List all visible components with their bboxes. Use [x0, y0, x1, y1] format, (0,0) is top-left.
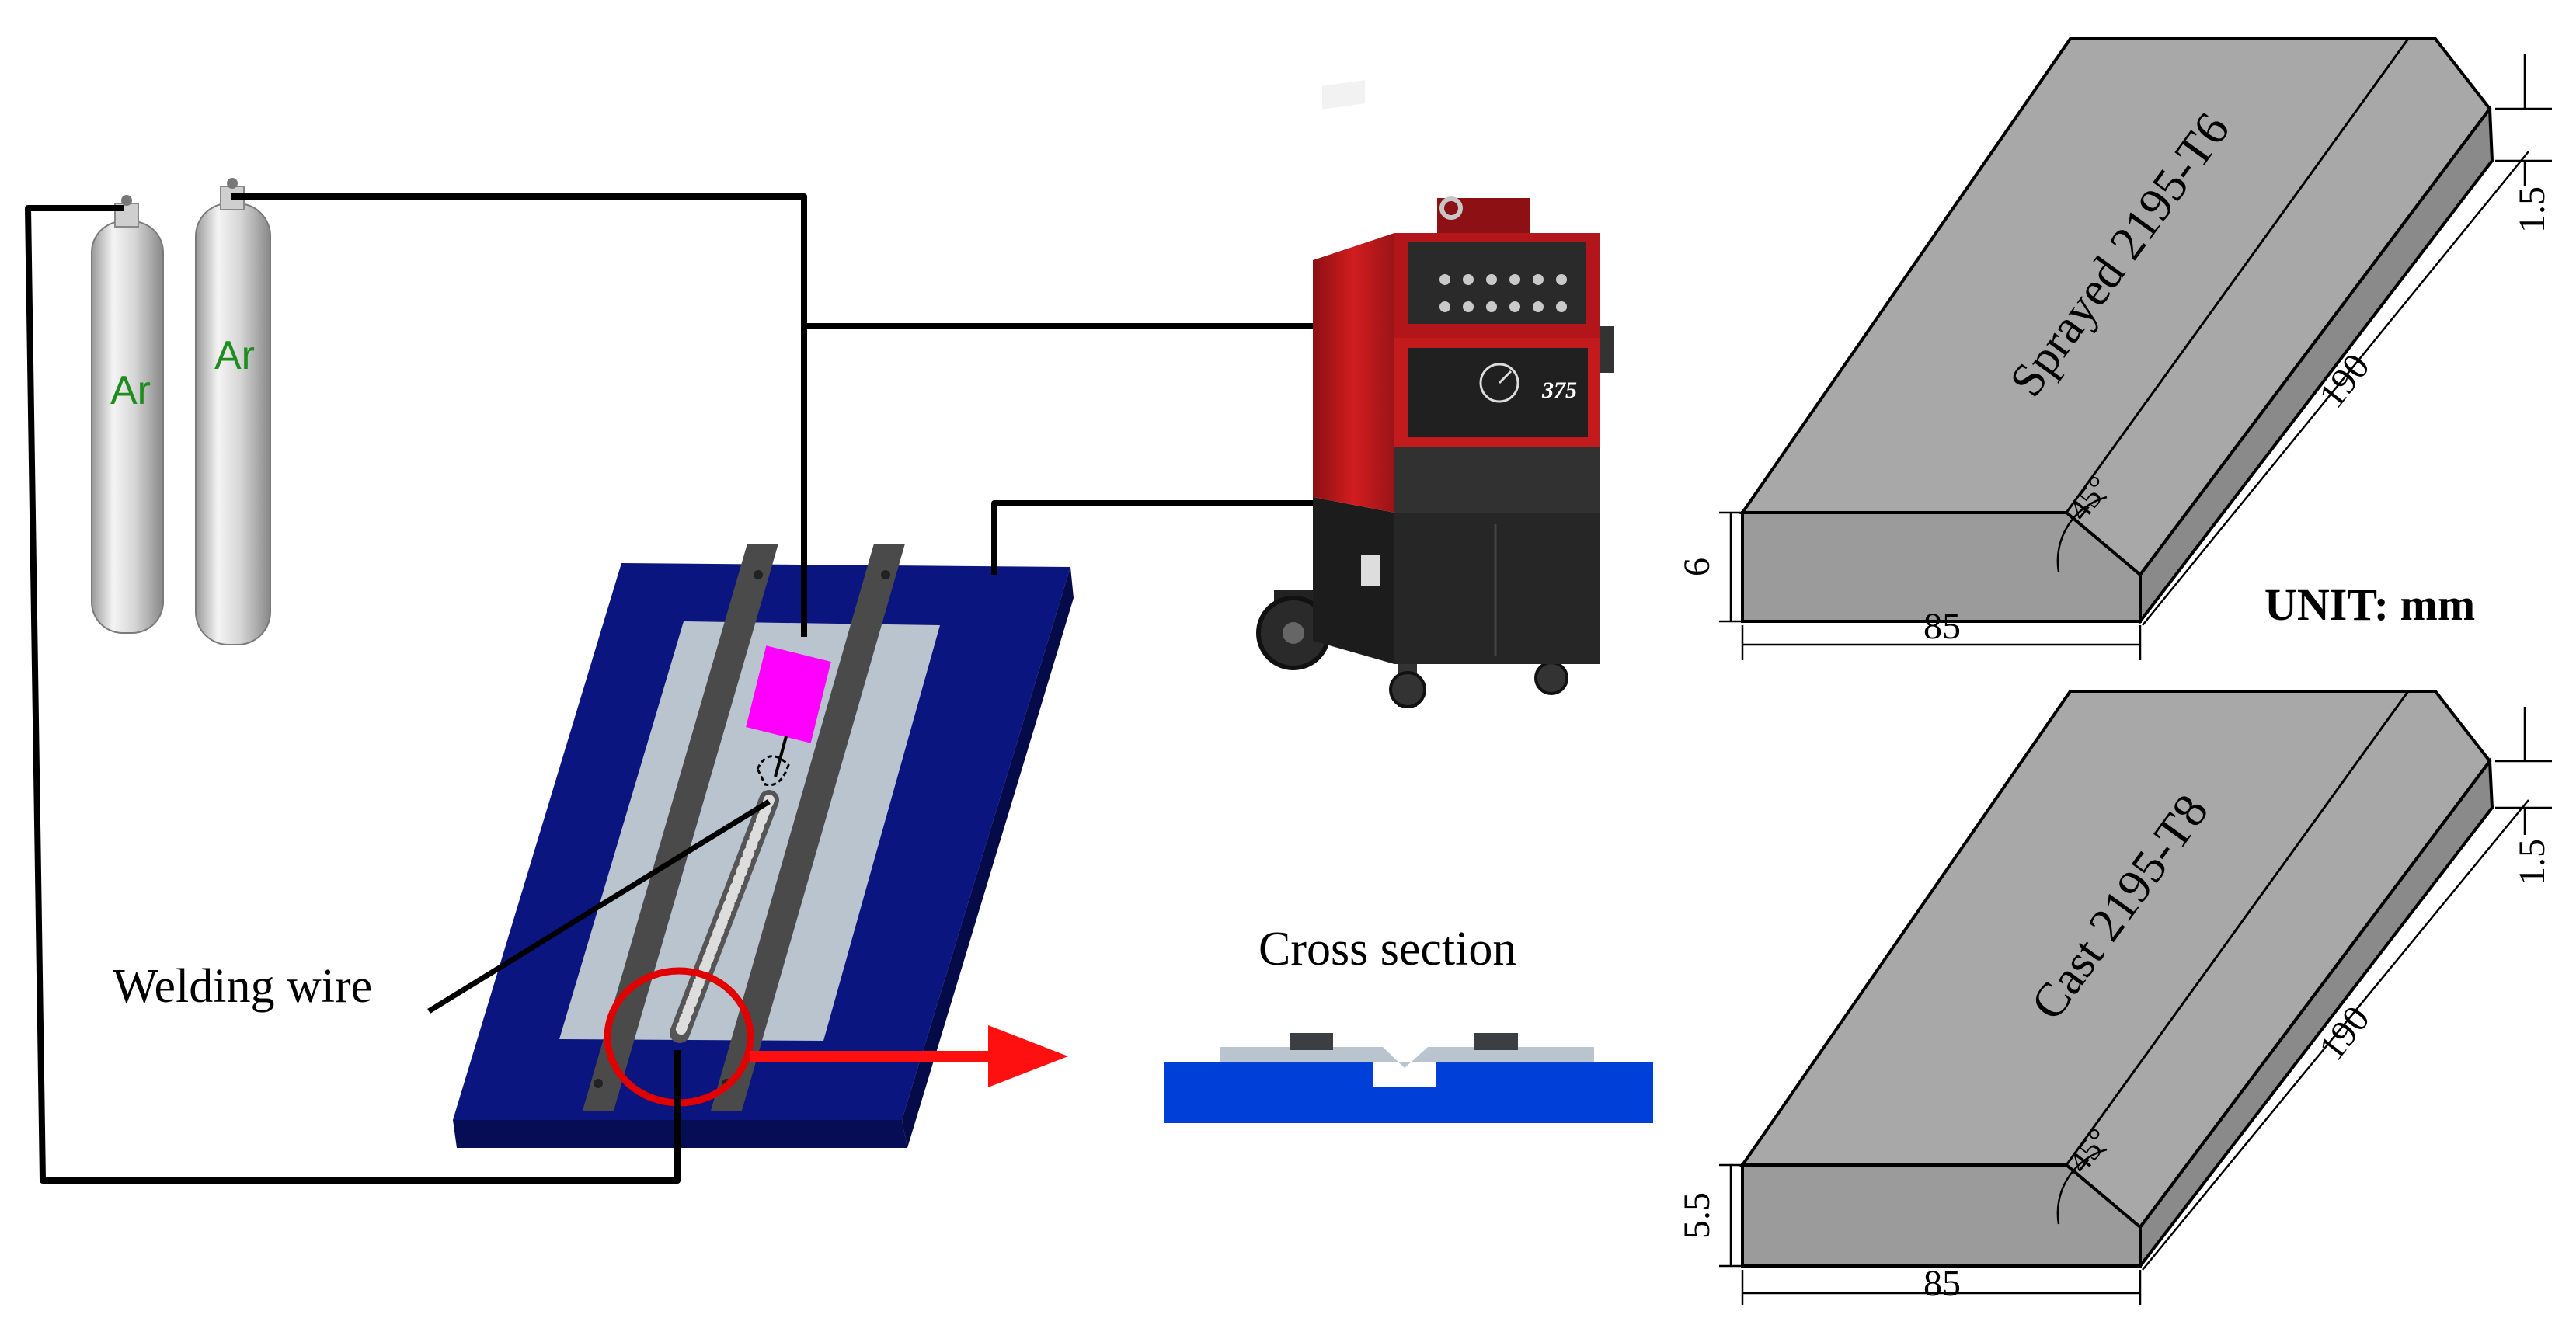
plate-cast-thickness: 5.5: [1676, 1192, 1718, 1239]
arrow-to-cross-section-icon: [750, 1025, 1068, 1087]
plate-sprayed-thickness: 6: [1676, 558, 1718, 576]
cross-section-label: Cross section: [1258, 923, 1516, 976]
welder-model-number: 375: [1541, 377, 1577, 403]
plate-sprayed-bevel-depth: 1.5: [2512, 186, 2553, 233]
plate-cast-bevel-depth: 1.5: [2512, 839, 2553, 885]
cylinder-2-label: Ar: [214, 333, 255, 378]
welding-fixture: [453, 544, 1074, 1148]
welding-wire-leader: [427, 799, 771, 1014]
unit-label: UNIT: mm: [2264, 579, 2475, 630]
cables: [25, 193, 1321, 1184]
plate-sprayed: Sprayed 2195-T6 85 6 190 1.5 45°: [1676, 37, 2553, 660]
welding-machine: 375: [1256, 80, 1614, 708]
plate-sprayed-width: 85: [1923, 606, 1961, 647]
clamp-bar-left: [583, 544, 778, 1111]
welding-torch-icon: [746, 645, 831, 743]
argon-cylinder-1: Ar: [91, 195, 164, 634]
argon-cylinder-2: Ar: [195, 178, 271, 645]
clamp-bar-right: [711, 544, 905, 1111]
cross-section-diagram: [1164, 1033, 1653, 1123]
plate-cast: Cast 2195-T8 85 5.5 190 1.5 45°: [1676, 690, 2553, 1305]
welding-wire-label: Welding wire: [113, 960, 372, 1013]
cylinder-1-label: Ar: [110, 368, 151, 413]
weld-bead: [670, 790, 779, 1043]
plate-cast-width: 85: [1923, 1263, 1961, 1304]
